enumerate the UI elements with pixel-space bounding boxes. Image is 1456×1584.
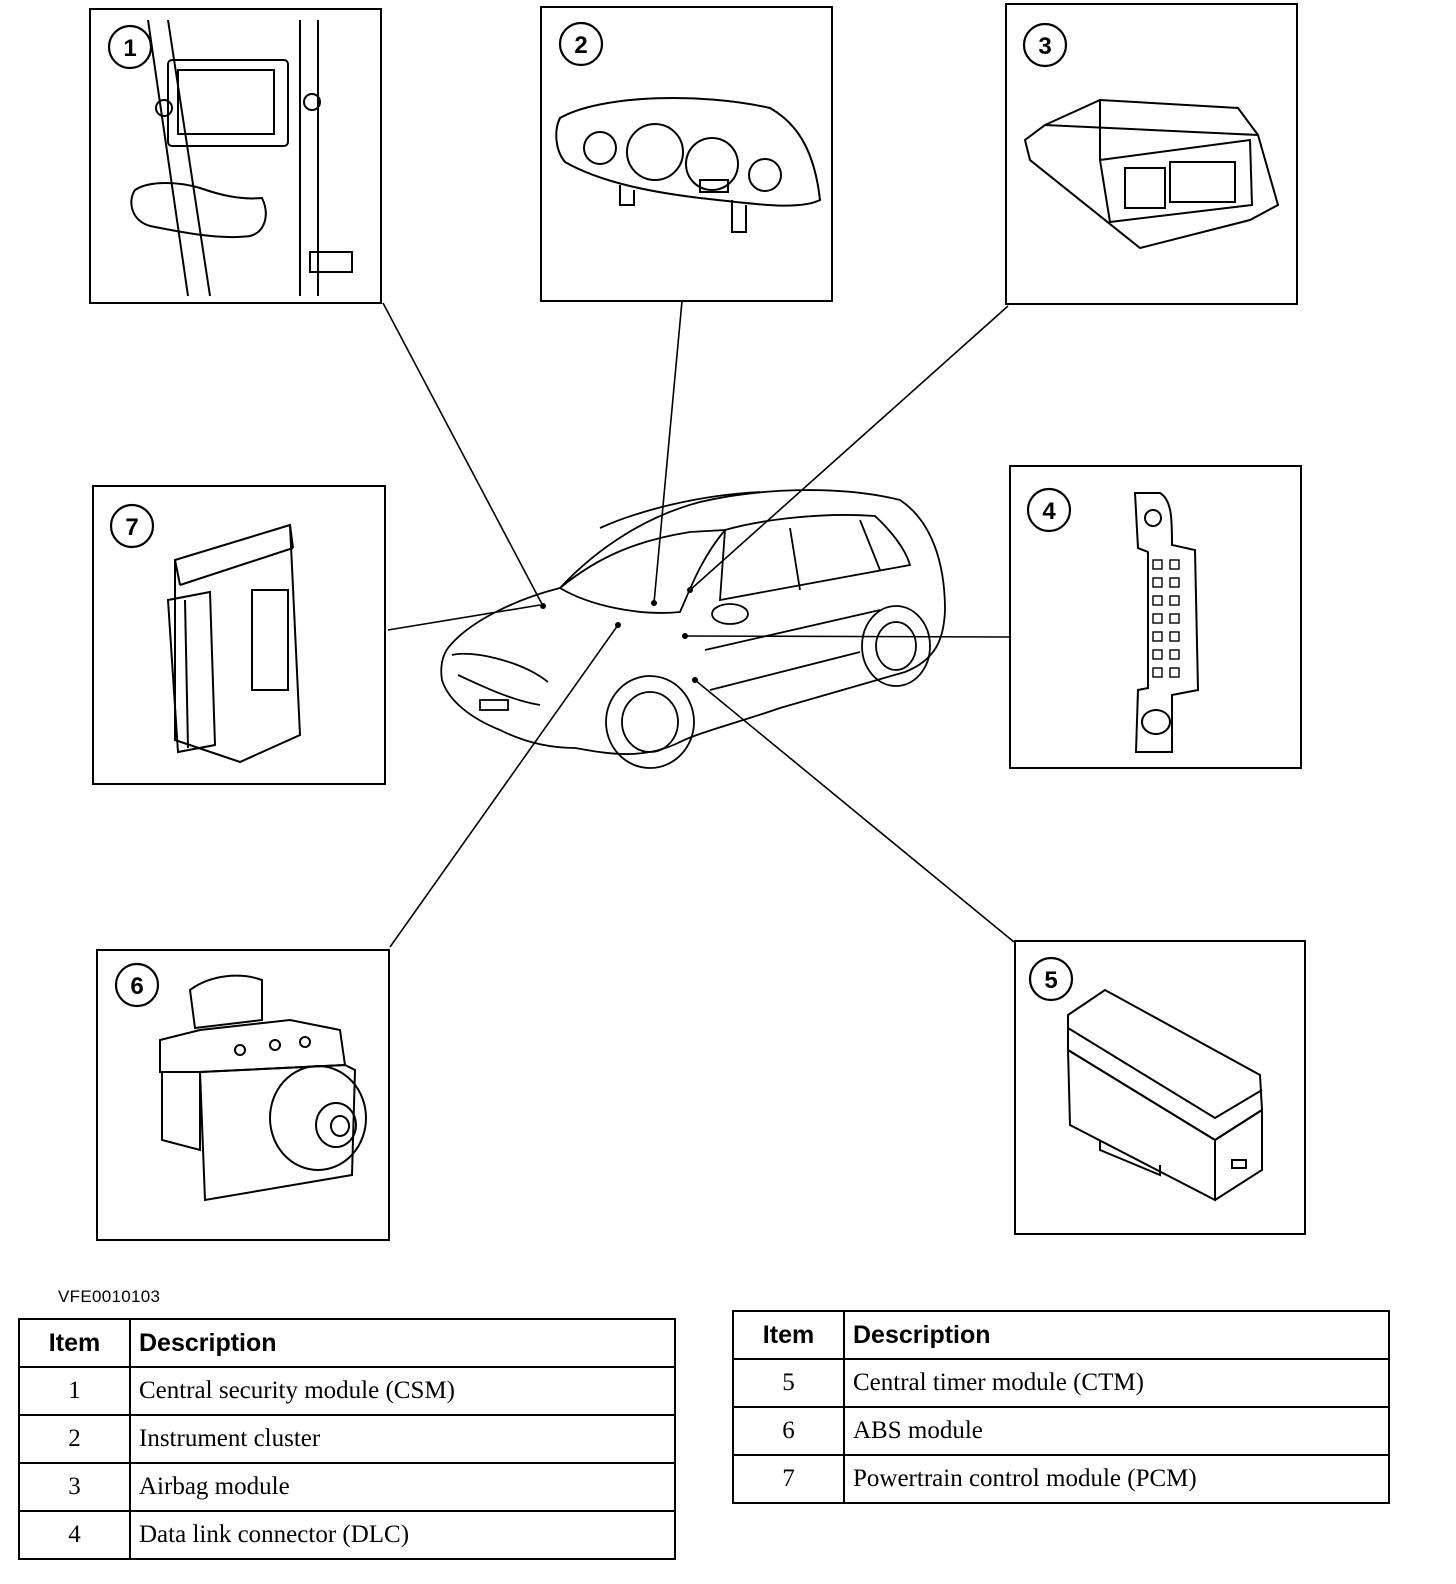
item-description: Central security module (CSM) [129,1366,676,1416]
callout-box-4 [1009,465,1302,769]
item-number: 3 [18,1462,131,1512]
column-header-description: Description [129,1318,676,1368]
callout-label-7: 7 [125,514,138,541]
callout-label-1: 1 [123,35,136,62]
table-row: 1 Central security module (CSM) [18,1366,676,1416]
csm-illustration [130,19,353,297]
callout-label-6: 6 [130,973,143,1000]
table-row: 2 Instrument cluster [18,1414,676,1464]
table-row: 5 Central timer module (CTM) [732,1358,1390,1408]
item-description: Data link connector (DLC) [129,1510,676,1560]
pcm-illustration [166,523,302,764]
item-number: 1 [18,1366,131,1416]
column-header-item: Item [732,1310,845,1360]
item-number: 5 [732,1358,845,1408]
item-number: 4 [18,1510,131,1560]
item-number: 2 [18,1414,131,1464]
callout-label-4: 4 [1042,498,1056,525]
table-header-row: Item Description [18,1318,676,1368]
leader-lines [382,300,1015,948]
item-description: Powertrain control module (PCM) [843,1454,1390,1504]
callout-box-3 [1005,3,1298,305]
callout-box-7 [92,485,386,785]
abs-module-illustration [159,974,367,1202]
instrument-cluster-illustration [555,96,822,233]
callout-box-2 [540,6,833,302]
vehicle-illustration [440,489,946,769]
table-row: 3 Airbag module [18,1462,676,1512]
table-row: 7 Powertrain control module (PCM) [732,1454,1390,1504]
ctm-illustration [1066,988,1264,1202]
column-header-description: Description [843,1310,1390,1360]
item-description: Airbag module [129,1462,676,1512]
callout-label-5: 5 [1044,967,1057,994]
column-header-item: Item [18,1318,131,1368]
callout-label-2: 2 [574,32,587,59]
legend-table-right: Item Description 5 Central timer module … [732,1310,1390,1504]
callout-label-3: 3 [1038,33,1051,60]
callout-box-6 [96,949,390,1241]
airbag-module-illustration [1023,98,1280,250]
table-row: 4 Data link connector (DLC) [18,1510,676,1560]
callout-box-5 [1014,940,1306,1235]
item-number: 7 [732,1454,845,1504]
item-description: Central timer module (CTM) [843,1358,1390,1408]
callout-circles [107,21,1074,1008]
table-row: 6 ABS module [732,1406,1390,1456]
item-description: ABS module [843,1406,1390,1456]
table-header-row: Item Description [732,1310,1390,1360]
legend-table-left: Item Description 1 Central security modu… [18,1318,676,1560]
item-number: 6 [732,1406,845,1456]
callout-box-1 [89,8,382,304]
figure-code: VFE0010103 [58,1287,161,1306]
dlc-illustration [1133,492,1200,753]
item-description: Instrument cluster [129,1414,676,1464]
